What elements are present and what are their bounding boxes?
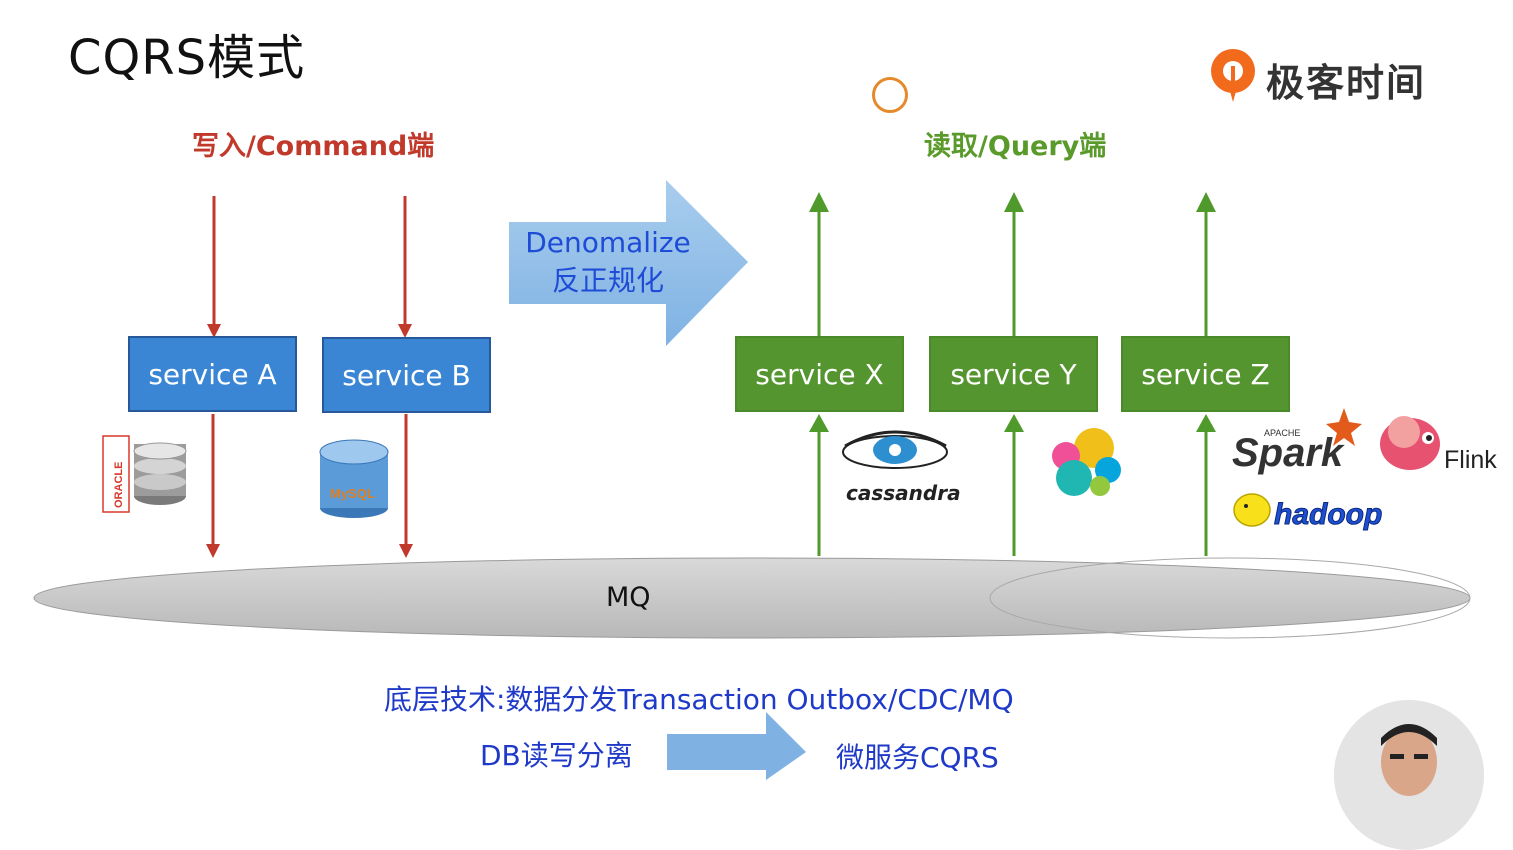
denormalize-arrow (509, 180, 748, 346)
cassandra-logo-text: cassandra (846, 481, 961, 505)
spark-logo-icon: APACHE Spark (1232, 408, 1362, 475)
mq-label: MQ (606, 582, 651, 613)
cassandra-logo-icon: cassandra (842, 430, 961, 505)
mysql-logo-text: MySQL (330, 486, 375, 501)
slide-title: CQRS模式 (68, 30, 306, 86)
oracle-database-icon: ORACLE (102, 435, 187, 513)
service-z-label: service Z (1141, 357, 1270, 391)
mysql-database-icon: MySQL (319, 439, 389, 518)
command-side-heading: 写入/Command端 (192, 131, 435, 162)
service-x-box: service X (735, 336, 904, 412)
service-a-box: service A (128, 336, 297, 412)
db-to-cqrs-arrow (667, 712, 806, 780)
elasticsearch-logo-icon (1052, 428, 1121, 496)
presenter-avatar (1334, 700, 1484, 850)
service-b-label: service B (342, 358, 471, 392)
oracle-logo-text: ORACLE (113, 462, 125, 508)
geektime-logo-icon (1211, 49, 1255, 102)
cursor-circle-icon (872, 77, 908, 113)
service-x-label: service X (755, 357, 884, 391)
query-side-heading: 读取/Query端 (924, 131, 1107, 162)
flink-logo-icon: Flink (1380, 416, 1497, 474)
mq-ellipse (33, 557, 1471, 639)
microservice-cqrs-text: 微服务CQRS (836, 741, 999, 774)
denormalize-label-zh: 反正规化 (551, 264, 664, 297)
flink-logo-text: Flink (1444, 446, 1497, 474)
service-y-label: service Y (950, 357, 1077, 391)
denormalize-label-en: Denomalize (525, 226, 691, 259)
mq-inner-ellipse (989, 557, 1471, 639)
db-read-write-separation-text: DB读写分离 (480, 739, 633, 772)
underlying-tech-text: 底层技术:数据分发Transaction Outbox/CDC/MQ (384, 683, 1014, 716)
service-y-box: service Y (929, 336, 1098, 412)
hadoop-logo-icon: hadoop (1233, 493, 1383, 532)
green-arrows (809, 192, 1216, 556)
service-b-box: service B (322, 337, 491, 413)
denormalize-label: Denomalize 反正规化 (506, 224, 710, 300)
hadoop-logo-text: hadoop (1274, 498, 1382, 531)
service-z-box: service Z (1121, 336, 1290, 412)
spark-logo-text: Spark (1232, 431, 1345, 475)
brand-name: 极客时间 (1266, 61, 1427, 105)
diagram-canvas: ORACLE MySQL cassandra APACHE Spark (33, 180, 1497, 780)
spark-apache-text: APACHE (1264, 428, 1300, 438)
service-a-label: service A (148, 357, 277, 391)
